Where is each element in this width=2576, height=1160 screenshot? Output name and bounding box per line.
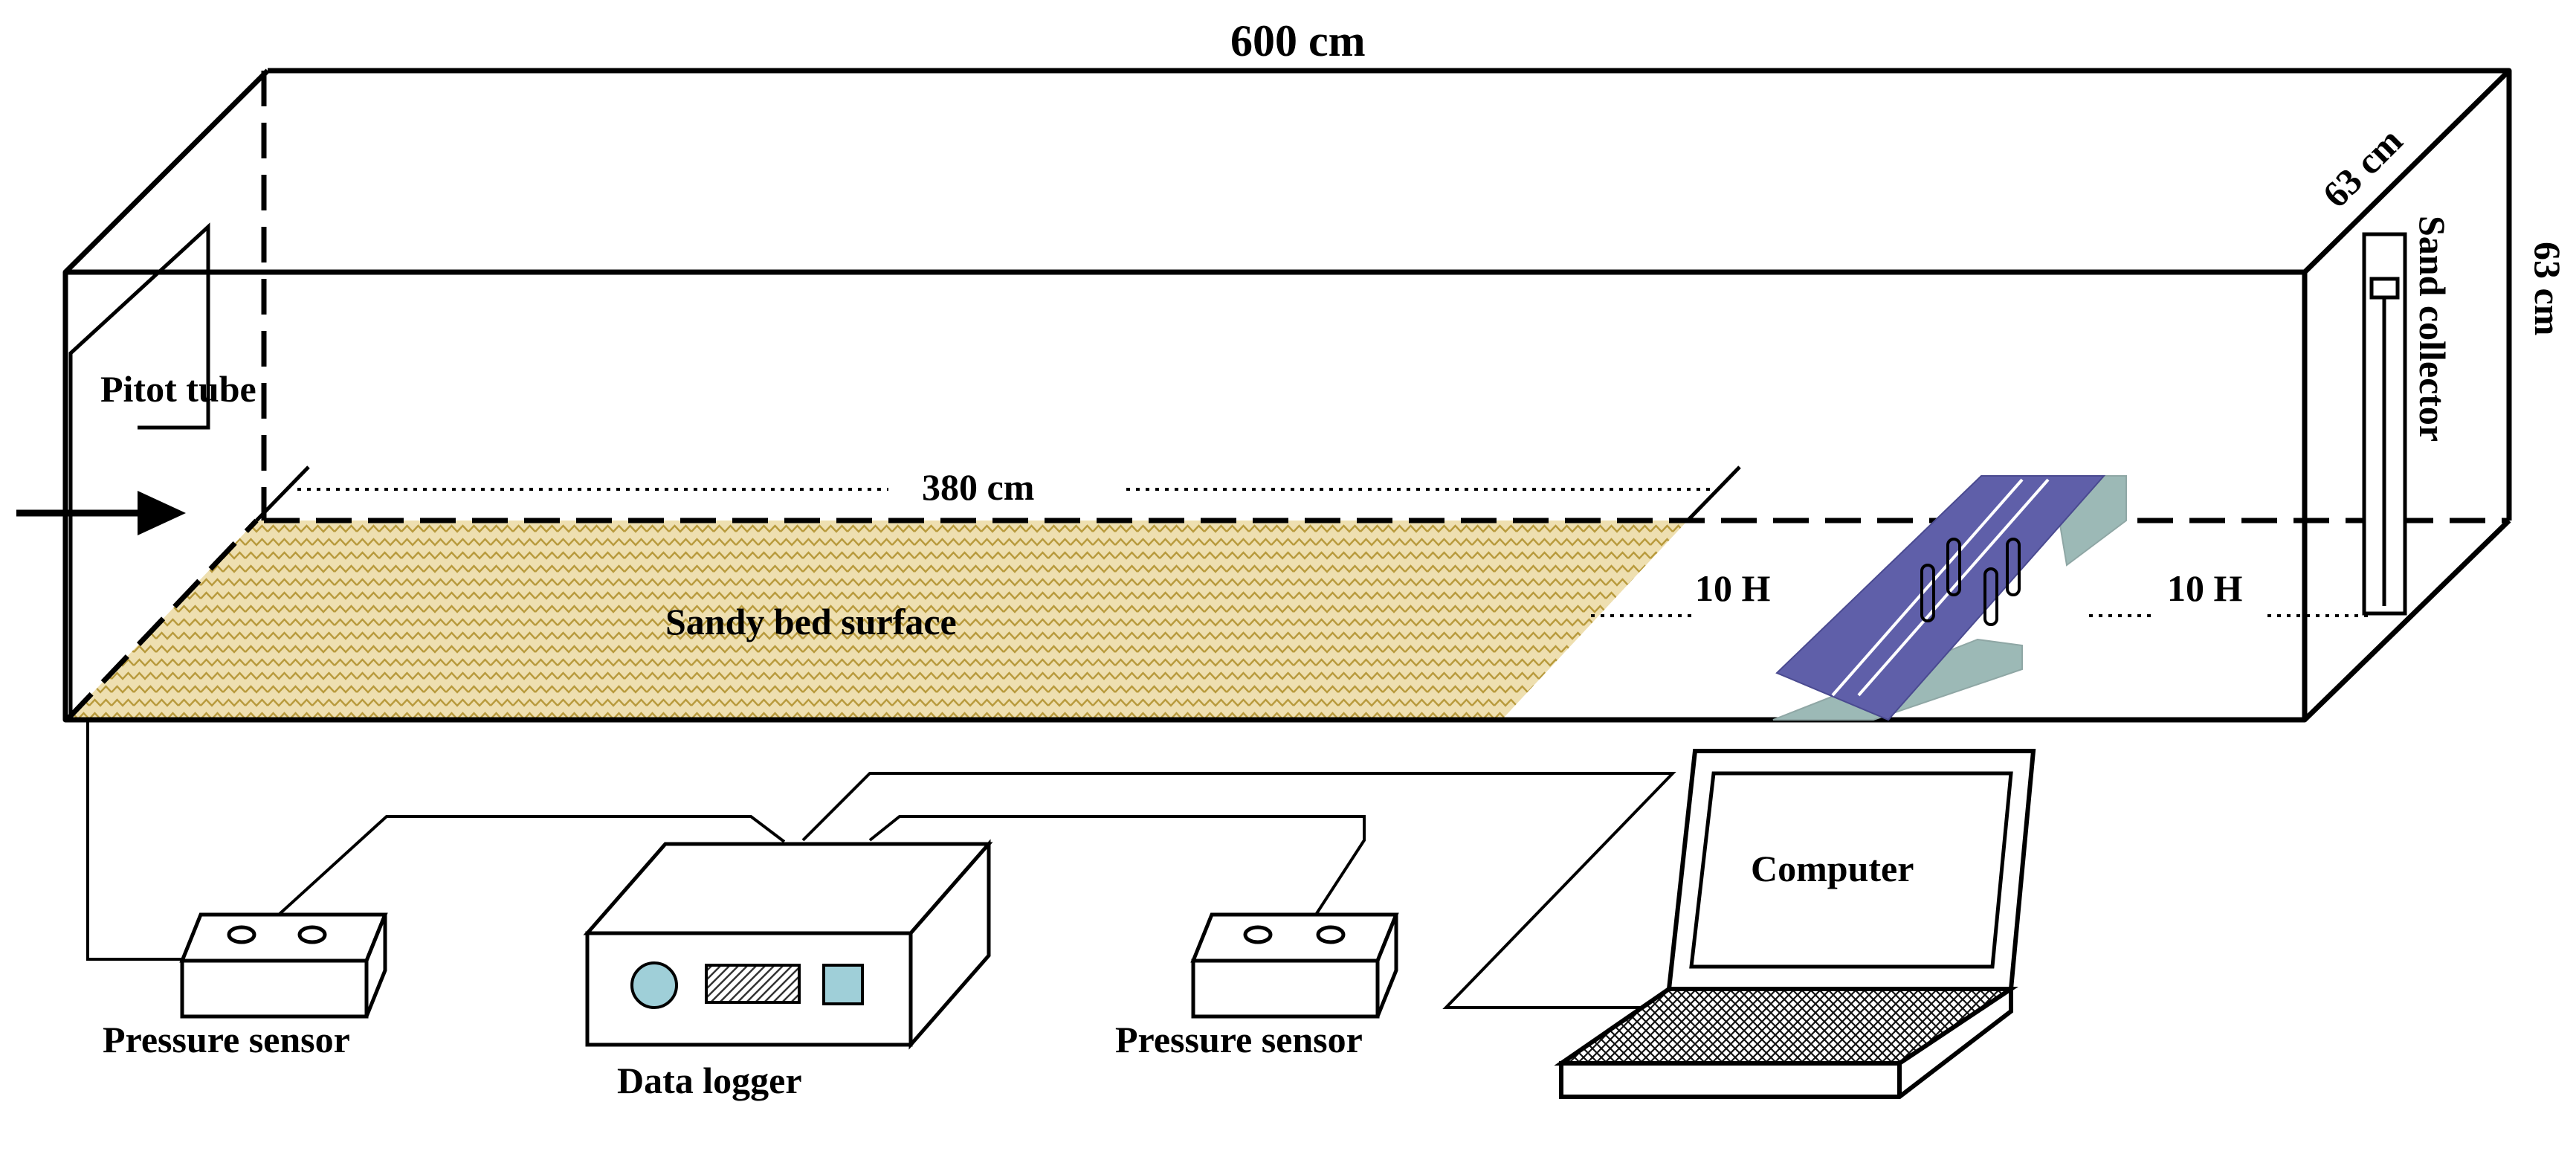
height-dimension-label: 63 cm [2527,242,2569,335]
pitot-tube-label: Pitot tube [100,368,256,410]
bottom-right-diagonal [2302,518,2511,722]
probes [1920,538,2021,626]
sand-collector [2362,232,2407,616]
width-dimension-label: 63 cm [2314,120,2410,216]
upstream-distance-label: 10 H [1695,567,1771,609]
logger-dial [630,961,678,1009]
pitot-tube [68,222,210,718]
top-left-diagonal [63,68,270,274]
left-sensor-to-logger-cable [277,815,786,916]
logger-display [705,964,801,1004]
floor-diagonal-dashed-edge [65,518,259,722]
downstream-distance-label: 10 H [2167,567,2243,609]
bed-length-label: 380 cm [922,466,1034,508]
wind-tunnel [62,68,2512,723]
computer [1554,749,2036,1099]
pressure-sensor-left [179,912,388,1019]
pressure-sensor-right [1190,912,1399,1019]
pitot-to-left-sensor-cable [86,720,182,961]
cables [86,720,1676,1009]
data-logger-label: Data logger [617,1060,802,1101]
top-right-diagonal [2302,68,2511,274]
logger-to-right-sensor-cable [868,815,1366,916]
windbreak-top [1775,475,2106,721]
length-dimension-label: 600 cm [1230,16,1366,65]
computer-label: Computer [1751,848,1914,889]
windbreak-model [1772,475,2127,721]
data-logger [583,839,993,1050]
laptop-screen [1689,771,2013,969]
sand-collector-label: Sand collector [2412,216,2453,442]
pressure-sensor-right-label: Pressure sensor [1115,1019,1363,1060]
front-face [62,269,2308,723]
pressure-sensor-left-label: Pressure sensor [103,1019,350,1060]
sandy-bed-label: Sandy bed surface [665,601,957,642]
wind-arrow [16,491,186,535]
sandy-bed [67,521,1688,720]
bed-length-dimension [255,465,1741,522]
logger-to-computer-cable [801,772,1676,1009]
logger-button [822,964,864,1005]
back-top-edge [268,68,2512,521]
